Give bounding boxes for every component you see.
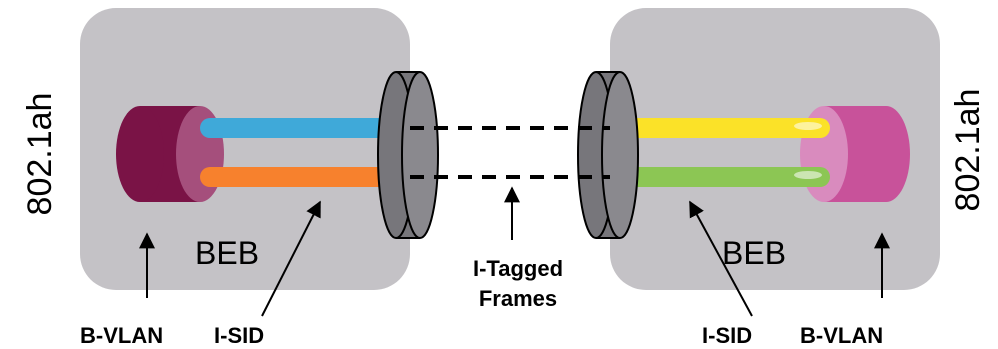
right-beb-box [610,8,940,290]
left-beb-box [80,8,410,290]
left-port-ring [377,71,439,239]
left-isid-label: I-SID [214,323,264,348]
right-isid-arrow [689,200,753,317]
right-lower-isid-tube [612,167,830,187]
left-isid-arrow [261,200,321,317]
right-bvlan-label: B-VLAN [800,323,883,348]
right-beb-label: BEB [722,235,786,271]
left-beb-label: BEB [195,235,259,271]
right-isid-label: I-SID [702,323,752,348]
left-bvlan-label: B-VLAN [80,323,163,348]
link-label-line1: I-Tagged [473,256,563,281]
link-label-line2: Frames [479,286,557,311]
right-port-ring [577,71,639,239]
left-standard-label: 802.1ah [21,93,59,216]
right-upper-isid-tube [612,118,830,138]
right-standard-label: 802.1ah [949,89,987,212]
